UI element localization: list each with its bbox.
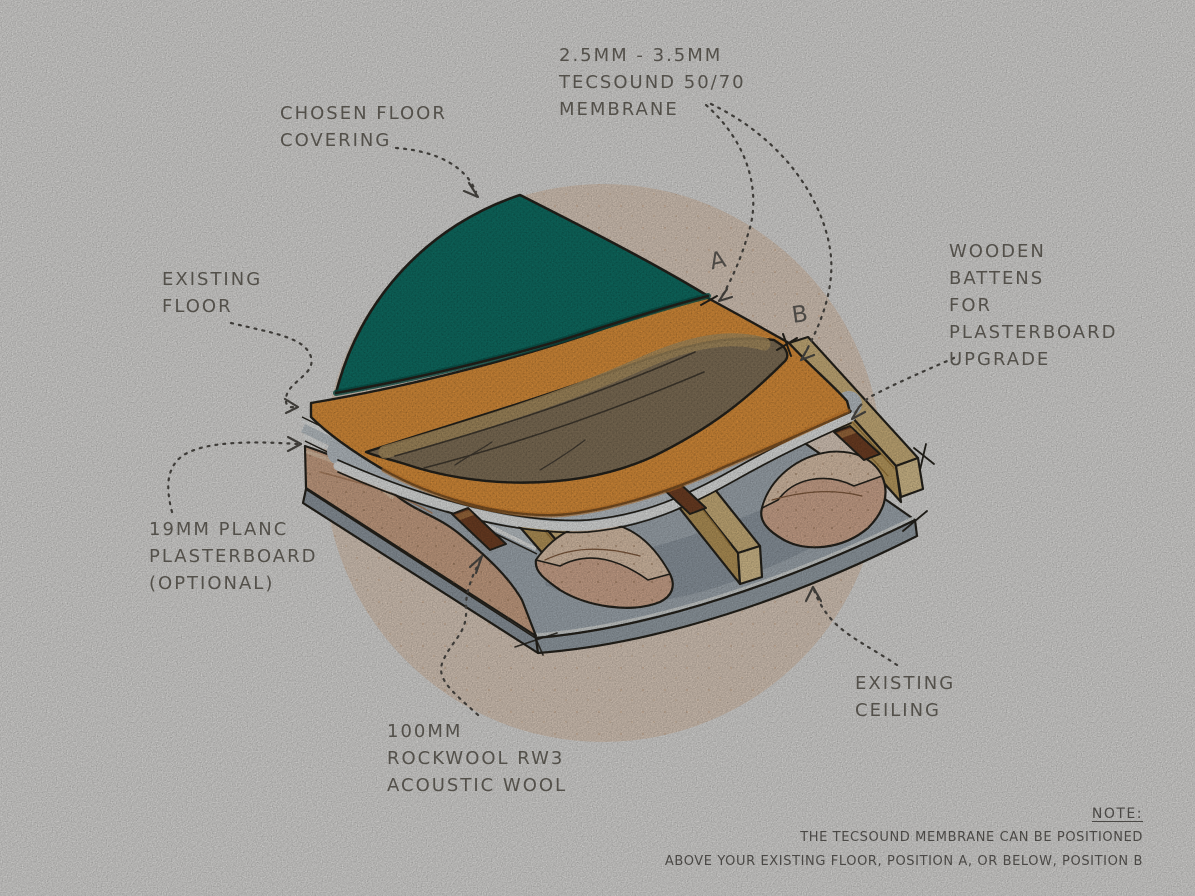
label-rockwool: 100MM ROCKWOOL RW3 ACOUSTIC WOOL <box>387 721 568 796</box>
note-line-2: ABOVE YOUR EXISTING FLOOR, POSITION A, O… <box>664 854 1143 869</box>
label-wooden-battens: WOODEN BATTENS FOR PLASTERBOARD UPGRADE <box>949 241 1118 370</box>
label-chosen-floor-covering: CHOSEN FLOOR COVERING <box>280 103 447 151</box>
label-existing-floor: EXISTING FLOOR <box>162 269 263 317</box>
label-tecsound-membrane: 2.5MM - 3.5MM TECSOUND 50/70 MEMBRANE <box>559 45 746 120</box>
note-line-1: THE TECSOUND MEMBRANE CAN BE POSITIONED <box>800 830 1143 845</box>
note-title: NOTE: <box>1091 806 1143 822</box>
note-block: NOTE: THE TECSOUND MEMBRANE CAN BE POSIT… <box>665 802 1143 874</box>
label-existing-ceiling: EXISTING CEILING <box>855 673 956 721</box>
label-planc-plasterboard: 19MM PLANC PLASTERBOARD (OPTIONAL) <box>149 519 318 594</box>
